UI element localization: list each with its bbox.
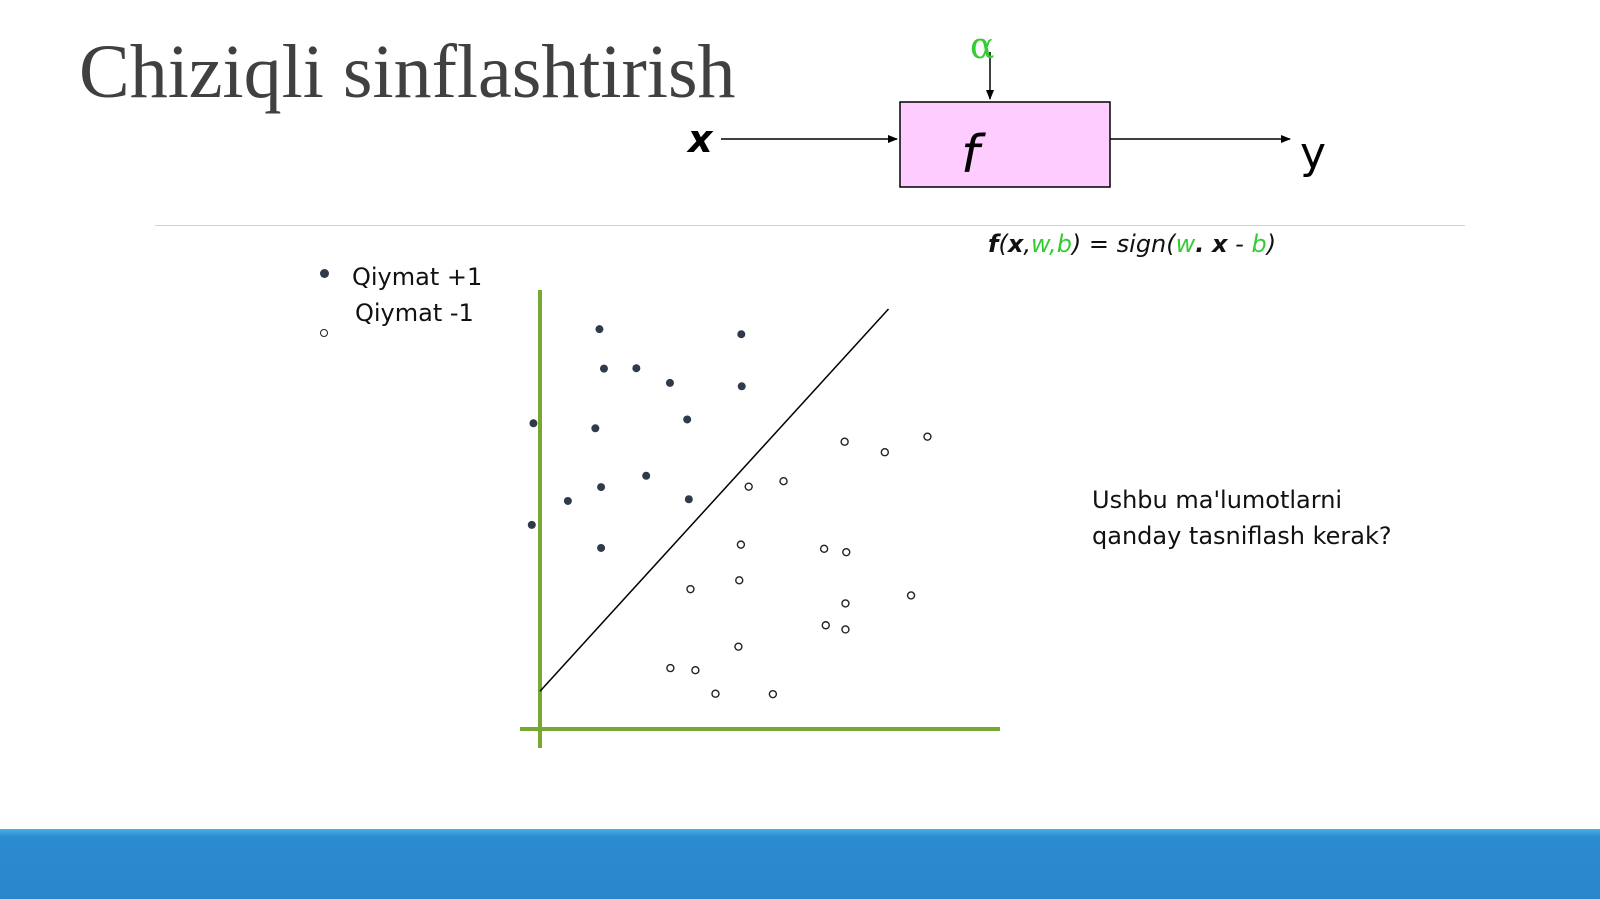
decision-boundary-group bbox=[539, 308, 890, 692]
data-point-positive bbox=[684, 495, 693, 504]
input-label: x bbox=[686, 117, 714, 161]
page-title: Chiziqli sinflashtirish bbox=[79, 30, 736, 114]
data-point-positive bbox=[737, 330, 746, 339]
data-point-negative bbox=[841, 599, 850, 608]
formula-comma-2: , bbox=[1049, 230, 1057, 258]
formula-comma-1: , bbox=[1023, 230, 1031, 258]
data-point-positive bbox=[737, 382, 746, 391]
chart-points bbox=[527, 325, 932, 699]
formula-close: ) bbox=[1266, 230, 1277, 258]
data-point-negative bbox=[841, 625, 850, 634]
data-point-negative bbox=[880, 448, 890, 457]
legend-negative-marker bbox=[320, 329, 328, 337]
formula-b: b bbox=[1056, 230, 1072, 258]
title-divider bbox=[155, 225, 1465, 226]
formula-dot: . bbox=[1195, 230, 1205, 258]
formula-b2: b bbox=[1251, 230, 1267, 258]
function-box bbox=[899, 101, 1111, 188]
data-point-negative bbox=[744, 482, 753, 491]
data-point-positive bbox=[591, 424, 600, 433]
data-point-negative bbox=[842, 547, 851, 557]
data-point-positive bbox=[563, 496, 572, 505]
data-point-negative bbox=[686, 584, 695, 594]
data-point-negative bbox=[906, 591, 916, 600]
data-point-positive bbox=[642, 471, 651, 480]
data-point-negative bbox=[779, 477, 788, 486]
data-point-positive bbox=[632, 364, 641, 373]
data-point-negative bbox=[734, 642, 743, 651]
data-point-positive bbox=[665, 378, 674, 387]
data-point-negative bbox=[819, 544, 829, 554]
data-point-negative bbox=[736, 540, 746, 549]
data-point-negative bbox=[691, 666, 700, 675]
data-point-positive bbox=[597, 543, 606, 552]
data-point-negative bbox=[735, 576, 744, 585]
data-point-negative bbox=[768, 689, 778, 699]
formula: f(x,w,b) = sign(w. x - b) bbox=[988, 230, 1276, 258]
formula-open: ( bbox=[998, 230, 1008, 258]
data-point-negative bbox=[923, 432, 932, 441]
legend-positive-label: Qiymat +1 bbox=[352, 263, 483, 291]
formula-f: f bbox=[988, 230, 999, 258]
formula-mid: ) = sign( bbox=[1071, 230, 1176, 258]
question-text: Ushbu ma'lumotlarni qanday tasniflash ke… bbox=[1092, 486, 1392, 550]
data-point-positive bbox=[597, 483, 606, 492]
decision-boundary-line bbox=[539, 308, 890, 692]
data-point-negative bbox=[821, 621, 830, 630]
formula-minus: - bbox=[1227, 230, 1252, 258]
footer-bar bbox=[0, 829, 1600, 899]
data-point-positive bbox=[599, 364, 608, 373]
formula-w: w bbox=[1030, 230, 1050, 258]
data-point-positive bbox=[595, 325, 604, 334]
data-point-positive bbox=[529, 419, 538, 428]
data-point-positive bbox=[683, 415, 692, 424]
legend-positive-marker bbox=[320, 269, 329, 278]
formula-w2: w bbox=[1175, 230, 1196, 258]
data-point-negative bbox=[840, 437, 849, 446]
data-point-negative bbox=[711, 689, 720, 698]
data-point-positive bbox=[527, 520, 536, 529]
data-point-negative bbox=[666, 663, 675, 673]
legend-negative-label: Qiymat -1 bbox=[355, 299, 474, 327]
formula-x: x bbox=[1007, 230, 1024, 258]
output-label: y bbox=[1300, 128, 1326, 179]
formula-x2: x bbox=[1212, 230, 1228, 258]
alpha-parameter-label: α bbox=[970, 26, 994, 67]
